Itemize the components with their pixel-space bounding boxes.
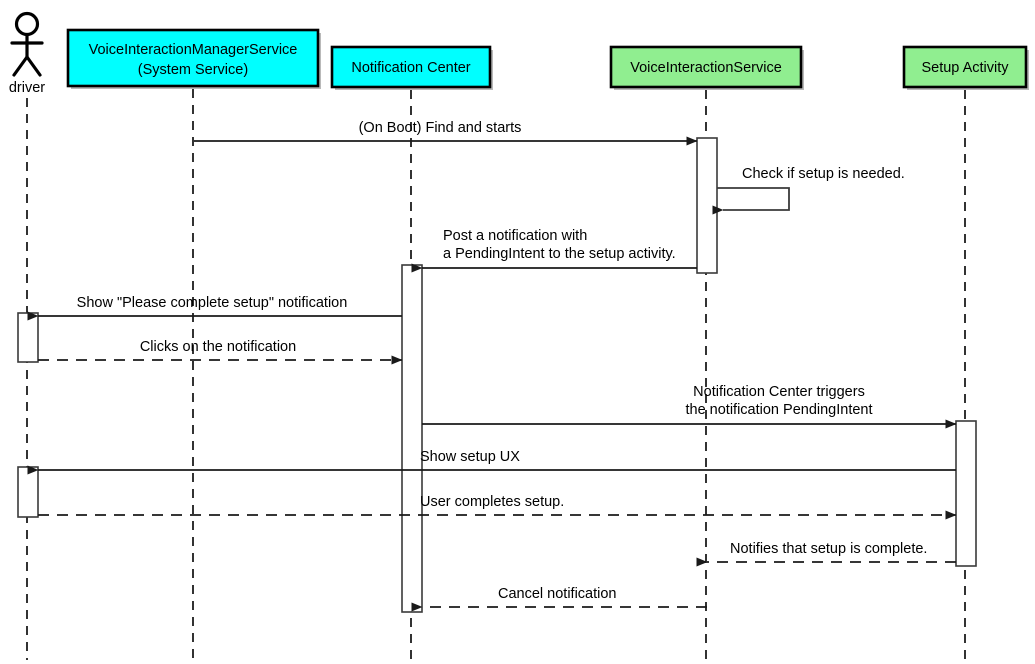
participant-box-rect[interactable] <box>330 45 492 89</box>
activation-bar-driver <box>17 312 39 363</box>
message-label-line1: Post a notification with <box>443 228 587 244</box>
activation-bar-driver <box>17 466 39 518</box>
participant-headers-group: driver VoiceInteractionManagerService (Sys… <box>9 11 1029 96</box>
message-2: Check if setup is needed. <box>712 166 905 215</box>
participant-box-setup[interactable]: Setup Activity <box>902 45 1029 90</box>
message-label: Check if setup is needed. <box>742 166 905 182</box>
participant-label-line2: (System Service) <box>138 62 248 78</box>
message-4: Show "Please complete setup" notificatio… <box>27 295 402 321</box>
message-label-line1: Notification Center triggers <box>693 384 865 400</box>
message-1: (On Boot) Find and starts <box>194 120 698 146</box>
participant-label-line1: VoiceInteractionService <box>630 60 782 76</box>
lifelines-group <box>26 89 966 660</box>
participant-box-vims[interactable]: VoiceInteractionManagerService (System Se… <box>66 28 321 89</box>
message-label: Clicks on the notification <box>140 339 296 355</box>
message-7: Show setup UX <box>27 449 956 475</box>
participant-box-rect[interactable] <box>902 45 1028 89</box>
activation-bars-group <box>17 137 977 613</box>
participant-label-line1: Setup Activity <box>921 60 1009 76</box>
message-8: User completes setup. <box>38 494 957 520</box>
participant-box-vis[interactable]: VoiceInteractionService <box>609 45 804 90</box>
actor-driver: driver <box>9 11 45 96</box>
actor-leg-left-icon <box>12 55 29 77</box>
message-5: Clicks on the notification <box>38 339 403 365</box>
message-9: Notifies that setup is complete. <box>696 541 956 567</box>
message-label: Show "Please complete setup" notificatio… <box>77 295 348 311</box>
participant-box-notif[interactable]: Notification Center <box>330 45 493 90</box>
participant-box-rect[interactable] <box>66 28 320 88</box>
activation-bar-setup <box>955 420 977 567</box>
message-3: Post a notification with a PendingIntent … <box>411 228 697 273</box>
message-label-line2: a PendingIntent to the setup activity. <box>443 246 676 262</box>
activation-bar-vis <box>696 137 718 274</box>
message-self-loop-path <box>712 187 790 215</box>
actor-leg-right-icon <box>25 55 42 77</box>
message-label: Notifies that setup is complete. <box>730 541 927 557</box>
message-label: (On Boot) Find and starts <box>359 120 522 136</box>
message-label-line2: the notification PendingIntent <box>685 402 872 418</box>
message-label: Cancel notification <box>498 586 617 602</box>
message-10: Cancel notification <box>411 586 707 612</box>
message-label: User completes setup. <box>420 494 564 510</box>
participant-label-line1: VoiceInteractionManagerService <box>89 42 298 58</box>
participant-box-rect[interactable] <box>609 45 803 89</box>
actor-head-icon <box>14 11 40 37</box>
message-label: Show setup UX <box>420 449 520 465</box>
actor-name-label: driver <box>9 80 45 96</box>
participant-label-line1: Notification Center <box>351 60 470 76</box>
activation-bar-notif <box>401 264 423 613</box>
message-6: Notification Center triggers the notifica… <box>422 384 957 429</box>
